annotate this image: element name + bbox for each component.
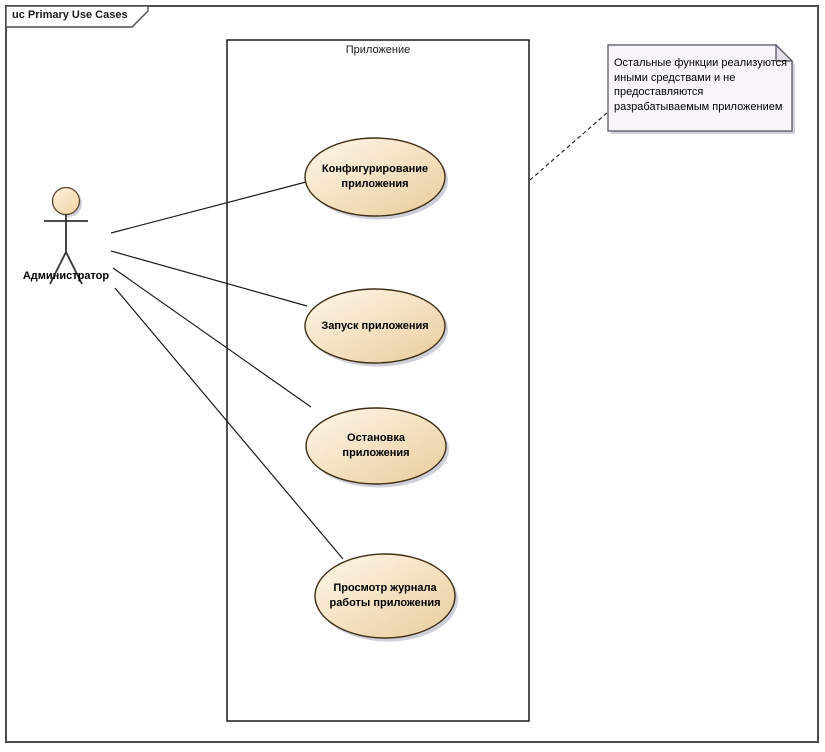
actor-head	[51, 186, 81, 216]
usecase-start-application[interactable]	[304, 288, 448, 367]
system-boundary-label: Приложение	[345, 44, 411, 56]
frame-title-tab	[5, 5, 149, 28]
actor-label: Администратор	[22, 270, 110, 282]
association-configure[interactable]	[110, 181, 307, 234]
actor-leg-left	[49, 251, 67, 285]
association-stop[interactable]	[112, 267, 312, 408]
association-start[interactable]	[110, 250, 308, 307]
note-element[interactable]	[607, 43, 795, 134]
usecase-stop-application[interactable]	[305, 407, 449, 488]
note-link[interactable]	[529, 111, 609, 181]
usecase-configure-application[interactable]	[304, 137, 448, 220]
frame-title: uc Primary Use Cases	[12, 9, 128, 21]
association-viewlog[interactable]	[114, 287, 344, 560]
usecase-view-log[interactable]	[314, 553, 458, 642]
actor-leg-right	[65, 251, 83, 285]
note-fold-corner-icon	[775, 43, 794, 62]
note-body	[607, 44, 793, 132]
actor-administrator[interactable]	[44, 186, 88, 285]
